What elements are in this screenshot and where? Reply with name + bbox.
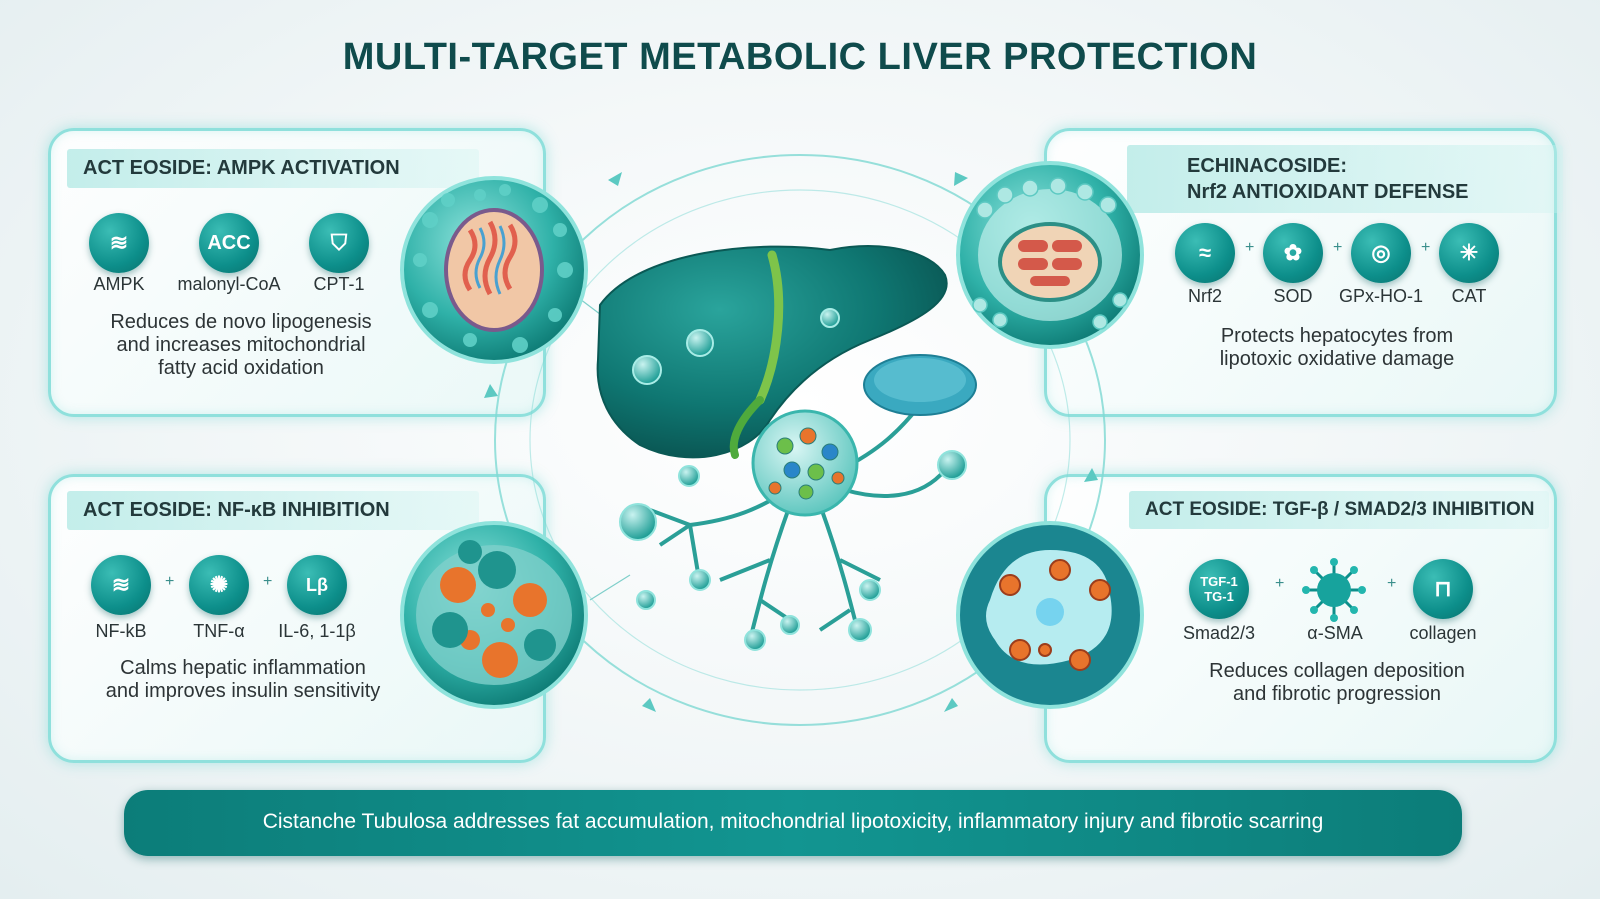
icon-label-gpx-ho1: GPx-HO-1 <box>1338 286 1423 306</box>
orbit-ring <box>494 154 1106 726</box>
panel-description: Reduces de novo lipogenesis and increase… <box>110 311 372 379</box>
panel-title: ACT EOSIDE: TGF-β / SMAD2/3 INHIBITION <box>1129 491 1549 529</box>
ampk-icon: ≋ <box>89 213 149 273</box>
plus-icon: + <box>1387 575 1397 592</box>
plus-icon: + <box>1421 239 1431 256</box>
immune-cell-illustration <box>751 409 859 517</box>
inflammation-cell-illustration <box>400 521 588 709</box>
panel-description: Reduces collagen deposition and fibrotic… <box>1209 660 1465 705</box>
panel-description: Calms hepatic inflammation and improves … <box>105 657 381 702</box>
antioxidant-cell-illustration <box>956 161 1144 349</box>
icon-label-malonyl-coa: malonyl-CoA <box>177 274 281 294</box>
il6-il1b-icon: Lβ <box>287 555 347 615</box>
panel-nfkb-inhibition: ACT EOSIDE: NF-κB INHIBITION ≋ + NF-kB ✺… <box>48 474 546 763</box>
small-cell-bubbles <box>619 450 967 651</box>
icon-label-ampk: AMPK <box>93 274 145 294</box>
cpt1-shield-icon: ⛉ <box>309 213 369 273</box>
panel-description: Protects hepatocytes from lipotoxic oxid… <box>1219 325 1455 370</box>
icon-label-il6-il1b: IL-6, 1-1β <box>278 621 356 641</box>
icon-label-sod: SOD <box>1273 286 1313 306</box>
acc-icon: ACC <box>199 213 259 273</box>
cat-icon: ✳ <box>1439 223 1499 283</box>
plus-icon: + <box>1333 239 1343 256</box>
plus-icon: + <box>1275 575 1285 592</box>
collagen-icon: ⊓ <box>1413 559 1473 619</box>
panel-title: ACT EOSIDE: NF-κB INHIBITION <box>67 491 479 530</box>
gpx-ho1-icon: ◎ <box>1351 223 1411 283</box>
panel-title: ECHINACOSIDE: Nrf2 ANTIOXIDANT DEFENSE <box>1127 145 1563 213</box>
plus-icon: + <box>263 573 273 590</box>
plus-icon: + <box>1245 239 1255 256</box>
icon-label-nrf2: Nrf2 <box>1187 286 1222 306</box>
mitochondria-cell-illustration <box>400 176 588 364</box>
orbit-arrow-icon <box>484 172 1098 712</box>
summary-banner: Cistanche Tubulosa addresses fat accumul… <box>124 790 1462 856</box>
fibrosis-cell-illustration <box>956 521 1144 709</box>
plus-icon: + <box>165 573 175 590</box>
icon-label-alpha-sma: α-SMA <box>1307 623 1363 643</box>
nfkb-icon: ≋ <box>91 555 151 615</box>
icon-label-collagen: collagen <box>1409 623 1477 643</box>
summary-text: Cistanche Tubulosa addresses fat accumul… <box>262 810 1324 833</box>
fibrotic-disc-illustration <box>863 354 977 416</box>
alpha-sma-icon <box>1301 557 1367 623</box>
smad23-icon: TGF-1 TG-1 <box>1189 559 1249 619</box>
icon-label-tnf-alpha: TNF-α <box>193 621 245 641</box>
icon-label-nfkb: NF-kB <box>95 621 147 641</box>
page-title: MULTI-TARGET METABOLIC LIVER PROTECTION <box>342 36 1258 78</box>
nrf2-wave-icon: ≈ <box>1175 223 1235 283</box>
icon-label-cpt1: CPT-1 <box>313 274 365 294</box>
panel-title: ACT EOSIDE: AMPK ACTIVATION <box>67 149 479 188</box>
tnf-alpha-icon: ✺ <box>189 555 249 615</box>
sod-icon: ✿ <box>1263 223 1323 283</box>
icon-label-smad23: Smad2/3 <box>1182 623 1256 643</box>
liver-illustration <box>596 245 948 459</box>
icon-label-cat: CAT <box>1451 286 1487 306</box>
